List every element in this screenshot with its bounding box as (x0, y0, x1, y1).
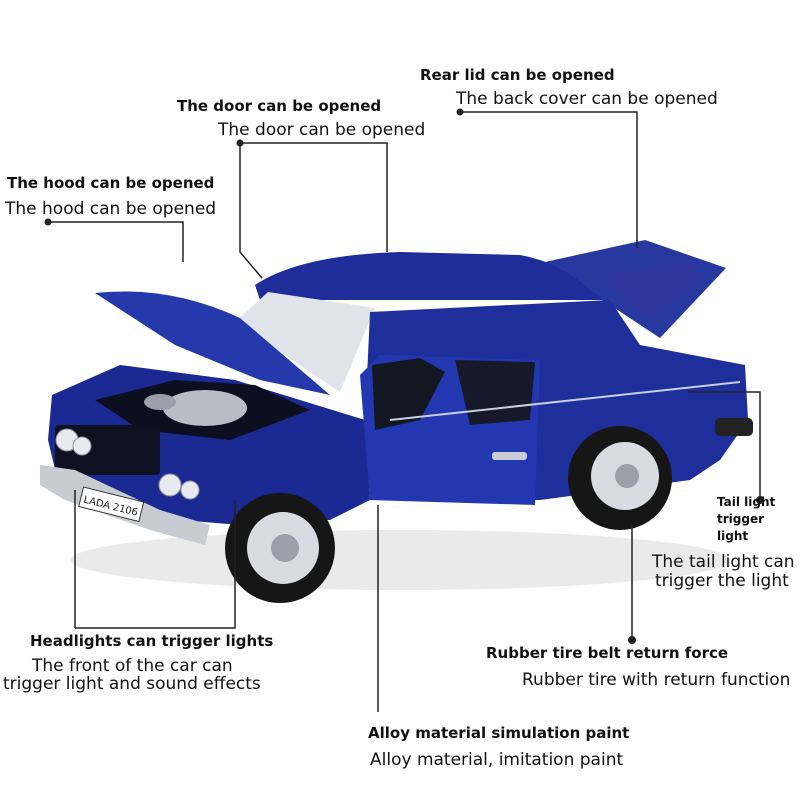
door-title: The door can be opened (177, 97, 382, 115)
callout-headlight-right (75, 500, 236, 629)
tire-caption: Rubber tire with return function (522, 670, 791, 690)
engine-block (163, 390, 247, 426)
trunk-lid-inner (600, 262, 700, 320)
callout-door-line (240, 142, 388, 252)
tail-light-caption-line2: trigger the light (655, 571, 789, 591)
headlights-caption-line1: The front of the car can (32, 656, 233, 676)
alloy-caption: Alloy material, imitation paint (370, 750, 624, 770)
door-window-frame (372, 358, 445, 430)
right-headlight-inner (180, 480, 200, 500)
headlights-title: Headlights can trigger lights (30, 632, 274, 650)
door-caption: The door can be opened (218, 120, 426, 140)
callout-dots (44, 108, 764, 644)
license-plate: LADA 2106 (78, 486, 145, 523)
callout-lines (48, 111, 761, 712)
callout-hood (48, 221, 184, 262)
callout-door-line-left (239, 143, 263, 279)
rear-bumper (715, 418, 753, 436)
door-handle (492, 452, 527, 460)
tail-light-title: Tail light trigger light (717, 495, 776, 543)
tail-light-caption-line1: The tail light can (652, 552, 795, 572)
tire-title: Rubber tire belt return force (486, 644, 729, 662)
open-hood (95, 291, 330, 395)
rear-lid-caption: The back cover can be opened (456, 89, 718, 109)
windshield (235, 292, 375, 392)
hood-title: The hood can be opened (7, 174, 215, 192)
front-wheel (225, 493, 335, 603)
side-trim (389, 381, 741, 421)
car-shadow (70, 530, 730, 590)
toy-car: LADA 2106 (40, 240, 753, 603)
rear-lid-title: Rear lid can be opened (420, 66, 615, 84)
callout-rear-lid (460, 111, 638, 248)
callout-tail-light (688, 391, 761, 500)
hood-caption: The hood can be opened (5, 199, 217, 219)
headlights-caption-line2: trigger light and sound effects (3, 674, 261, 694)
car-roof (255, 252, 605, 300)
engine-part (144, 394, 176, 410)
right-headlight (158, 473, 182, 497)
rear-wheel (568, 426, 672, 530)
door-interior (455, 360, 535, 425)
left-headlight-inner (72, 436, 92, 456)
alloy-title: Alloy material simulation paint (368, 724, 630, 742)
